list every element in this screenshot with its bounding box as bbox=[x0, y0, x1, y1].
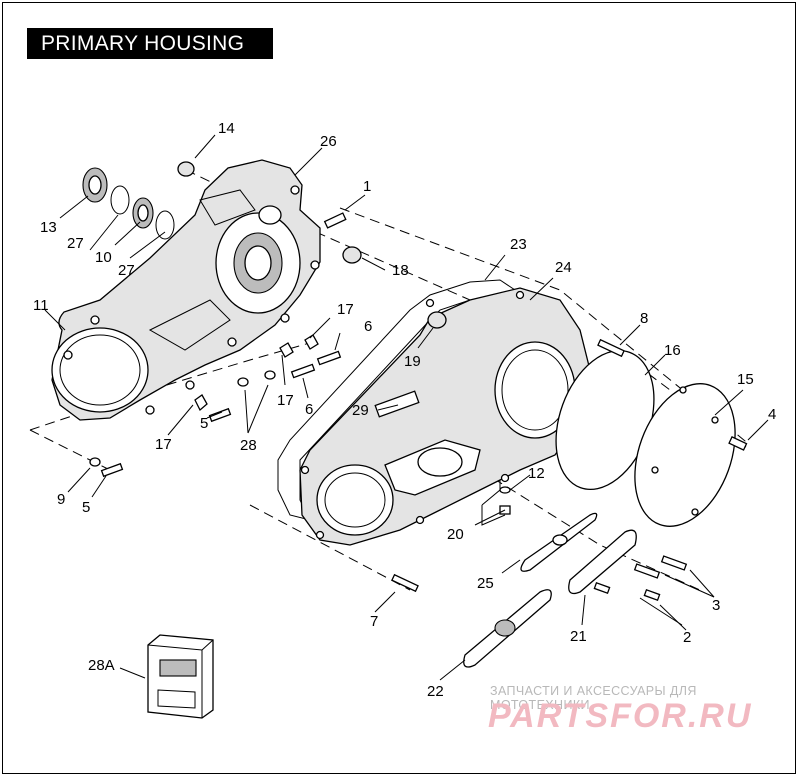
bearing-stack bbox=[82, 161, 447, 329]
callout-8: 8 bbox=[640, 310, 648, 327]
callout-27-b: 27 bbox=[118, 262, 135, 279]
outer-primary-cover bbox=[299, 287, 591, 546]
fasteners bbox=[89, 212, 748, 602]
callout-17-c: 17 bbox=[277, 392, 294, 409]
callout-2: 2 bbox=[683, 629, 691, 646]
callout-6-b: 6 bbox=[305, 401, 313, 418]
callout-labels: 1 2 3 4 5 5 6 6 7 8 9 10 11 12 13 14 15 … bbox=[33, 120, 776, 700]
callout-5-a: 5 bbox=[200, 415, 208, 432]
callout-29: 29 bbox=[352, 402, 369, 419]
callout-5-b: 5 bbox=[82, 499, 90, 516]
callout-25: 25 bbox=[477, 575, 494, 592]
callout-23: 23 bbox=[510, 236, 527, 253]
inspection-cover-plate bbox=[568, 529, 637, 595]
callout-20: 20 bbox=[447, 526, 464, 543]
callout-11: 11 bbox=[33, 297, 49, 314]
callout-6-a: 6 bbox=[364, 318, 372, 335]
callout-15: 15 bbox=[737, 371, 754, 388]
callout-14: 14 bbox=[218, 120, 235, 137]
callout-18: 18 bbox=[392, 262, 409, 279]
kit-box bbox=[147, 634, 214, 719]
callout-3: 3 bbox=[712, 597, 720, 614]
callout-28a: 28A bbox=[88, 657, 115, 674]
callout-16: 16 bbox=[664, 342, 681, 359]
callout-17-a: 17 bbox=[337, 301, 354, 318]
callout-4: 4 bbox=[768, 406, 776, 423]
callout-27-a: 27 bbox=[67, 235, 84, 252]
watermark-logo: PARTSFOR.RU bbox=[488, 697, 753, 735]
leader-lines bbox=[44, 134, 769, 681]
diagram-title: PRIMARY HOUSING bbox=[27, 28, 273, 59]
callout-12: 12 bbox=[528, 465, 545, 482]
callout-10: 10 bbox=[95, 249, 112, 266]
callout-19: 19 bbox=[404, 353, 421, 370]
callout-26: 26 bbox=[320, 133, 337, 150]
callout-13: 13 bbox=[40, 219, 57, 236]
callout-17-b: 17 bbox=[155, 436, 172, 453]
callout-9: 9 bbox=[57, 491, 65, 508]
callout-7: 7 bbox=[370, 613, 378, 630]
callout-21: 21 bbox=[570, 628, 587, 645]
callout-1: 1 bbox=[363, 178, 371, 195]
derby-cover bbox=[634, 383, 736, 527]
inner-primary-housing bbox=[51, 159, 321, 421]
watermark-tagline: ЗАПЧАСТИ И АКСЕССУАРЫ ДЛЯ МОТОТЕХНИКИ bbox=[490, 684, 697, 712]
callout-24: 24 bbox=[555, 259, 572, 276]
callout-22: 22 bbox=[427, 683, 444, 700]
callout-28: 28 bbox=[240, 437, 257, 454]
